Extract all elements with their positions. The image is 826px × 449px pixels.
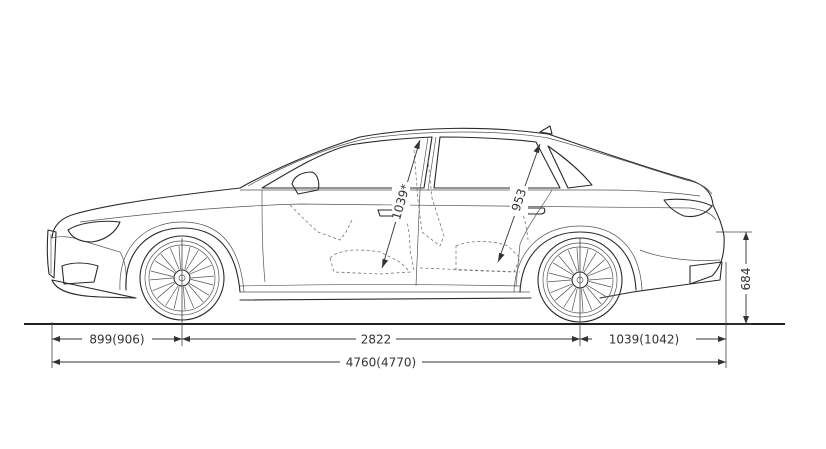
wheelbase-dimension: 2822 [182, 330, 580, 347]
rear-height-label: 684 [739, 268, 753, 291]
wheel-spoke [586, 285, 608, 305]
overall-length-dimension: 4760(4770) [52, 353, 726, 370]
wheel-spoke [190, 275, 214, 286]
wheel-spoke [563, 287, 578, 312]
wheel-spoke [184, 246, 199, 271]
wheel-spoke [169, 246, 181, 270]
rear-headroom-label: 953 [509, 187, 529, 213]
wheelbase-label: 2822 [361, 333, 392, 347]
front-overhang-dimension: 899(906) [52, 330, 182, 347]
wheel-spoke [582, 248, 597, 273]
wheel-spoke [188, 283, 210, 303]
wheel-spoke [588, 277, 612, 288]
overall-length-label: 4760(4770) [346, 356, 416, 370]
wheel-spoke [552, 255, 574, 275]
wheel-spoke [152, 281, 175, 299]
wheel-spoke [567, 248, 579, 272]
wheel-spoke [150, 270, 174, 281]
rear-overhang-label: 1039(1042) [609, 333, 679, 347]
wheel-spoke [154, 253, 176, 273]
wheel-spoke [189, 257, 212, 275]
wheel-spoke [587, 259, 610, 277]
front-overhang-label: 899(906) [89, 333, 144, 347]
wheel-spoke [165, 285, 180, 310]
wheel-spoke [581, 288, 593, 312]
front-headroom-dimension: 1039* [381, 139, 421, 269]
wheel-spoke [183, 286, 195, 310]
wheel-spoke [548, 272, 572, 283]
rear-headroom-dimension: 953 [497, 143, 541, 263]
rear-overhang-dimension: 1039(1042) [580, 330, 726, 347]
extension-lines [51, 231, 752, 368]
wheel-spoke [550, 283, 573, 301]
rear-height-dimension: 684 [736, 232, 756, 324]
